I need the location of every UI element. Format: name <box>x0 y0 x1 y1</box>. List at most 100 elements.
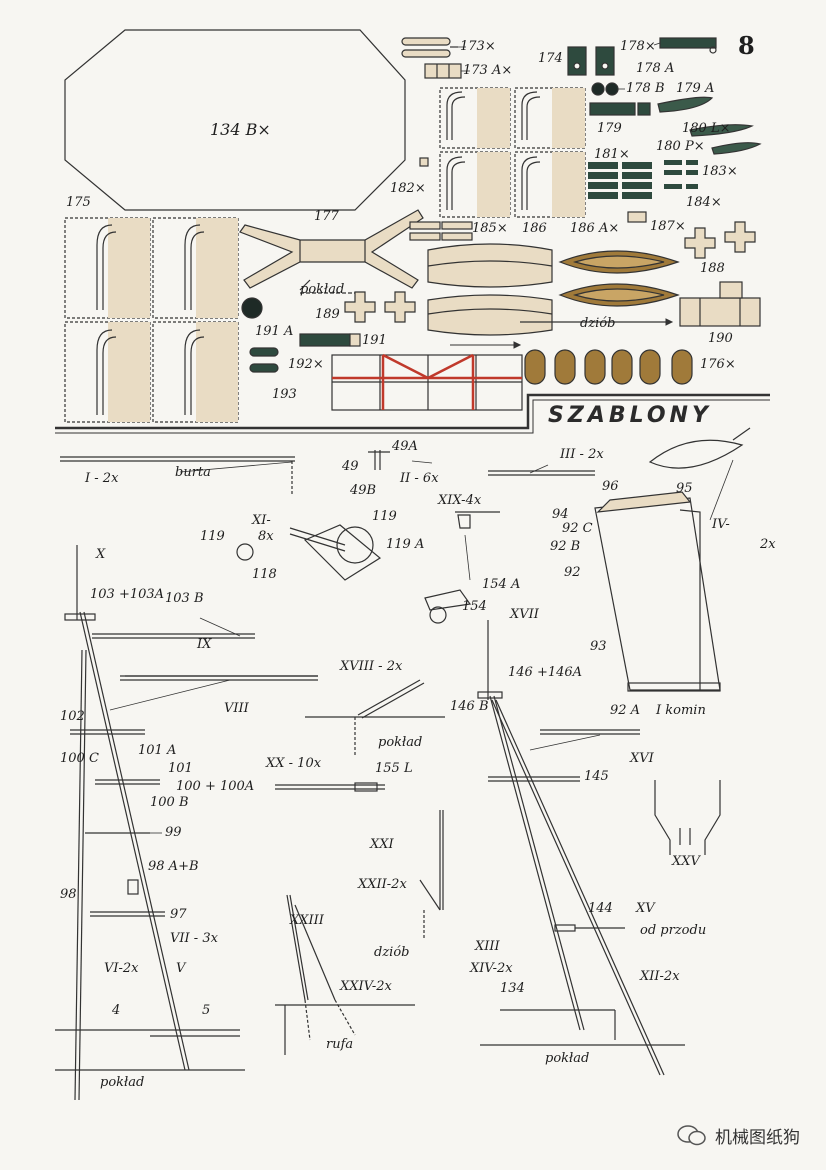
label-134: 134 <box>500 981 525 996</box>
label-92: 92 <box>564 565 581 580</box>
label-XII: XII-2x <box>640 969 680 984</box>
label-96: 96 <box>602 479 619 494</box>
label-98ab: 98 A+B <box>148 859 199 874</box>
label-134b: 134 B× <box>210 120 271 139</box>
label-92a: 92 A <box>610 703 641 718</box>
label-155l: 155 L <box>375 761 413 776</box>
label-99: 99 <box>165 825 182 840</box>
part-92-funnel <box>594 497 721 691</box>
label-XXI: XXI <box>370 837 394 852</box>
label-poklad-right: pokład <box>545 1051 590 1066</box>
label-od-przodu: od przodu <box>640 923 707 938</box>
label-poklad-177: pokład <box>300 282 345 297</box>
label-komin: I komin <box>656 703 706 718</box>
label-XI: XI- <box>252 513 271 528</box>
label-184: 184× <box>686 195 722 210</box>
label-193: 193 <box>272 387 297 402</box>
label-XIV: XIV-2x <box>470 961 513 976</box>
label-173: 173× <box>460 39 496 54</box>
part-180l-shape <box>689 124 754 137</box>
watermark: 机械图纸狗 <box>677 1123 800 1148</box>
label-145: 145 <box>584 769 609 784</box>
label-5: 5 <box>202 1003 211 1018</box>
label-IV: IV- <box>712 517 730 532</box>
part-180p-shape <box>711 142 762 155</box>
label-VI: VI-2x <box>104 961 139 976</box>
label-119a: 119 A <box>386 537 425 552</box>
label-189: 189 <box>315 307 340 322</box>
label-XXIII: XXIII <box>290 913 324 928</box>
label-49a: 49A <box>392 439 418 454</box>
label-176: 176× <box>700 357 736 372</box>
label-154: 154 <box>462 599 487 614</box>
label-100b: 100 B <box>150 795 189 810</box>
label-178: 178× <box>620 39 656 54</box>
label-XVII: XVII <box>510 607 539 622</box>
label-119-left: 119 <box>200 529 225 544</box>
part-191-shape <box>299 333 351 347</box>
label-118: 118 <box>252 567 277 582</box>
label-186: 186 <box>522 221 547 236</box>
label-187: 187× <box>650 219 686 234</box>
label-183: 183× <box>702 164 738 179</box>
label-100: 100 + 100A <box>176 779 255 794</box>
label-IV-2x: 2x <box>760 537 776 552</box>
label-92c: 92 C <box>562 521 593 536</box>
section-separator <box>55 393 770 430</box>
label-173a: 173 A× <box>463 63 513 78</box>
label-100c: 100 C <box>60 751 99 766</box>
part-187-shape <box>627 211 647 223</box>
label-92b: 92 B <box>550 539 581 554</box>
label-XIII: XIII <box>475 939 500 954</box>
label-146: 146 +146A <box>508 665 583 680</box>
label-103b: 103 B <box>165 591 204 606</box>
label-XXIV: XXIV-2x <box>340 979 392 994</box>
label-180l: 180 L× <box>682 121 731 136</box>
label-190: 190 <box>708 331 733 346</box>
label-101: 101 <box>168 761 193 776</box>
label-dziob-top: dziób <box>580 316 616 331</box>
part-118-shape <box>303 524 382 581</box>
part-182-shape <box>419 157 429 167</box>
label-XV: XV <box>636 901 655 916</box>
label-94: 94 <box>552 507 569 522</box>
part-186-shape <box>427 243 553 288</box>
part-191a-disc <box>241 297 263 319</box>
label-175: 175 <box>66 195 91 210</box>
label-119-right: 119 <box>372 509 397 524</box>
label-II: II - 6x <box>400 471 439 486</box>
label-188: 188 <box>700 261 725 276</box>
label-178b: 178 B <box>626 81 665 96</box>
label-101a: 101 A <box>138 743 177 758</box>
label-186a: 186 A× <box>570 221 620 236</box>
label-V: V <box>176 961 186 976</box>
label-182: 182× <box>390 181 426 196</box>
label-180p: 180 P× <box>656 139 705 154</box>
label-49: 49 <box>342 459 359 474</box>
part-176-rafts <box>524 349 693 385</box>
label-174: 174 <box>538 51 563 66</box>
label-154a: 154 A <box>482 577 521 592</box>
part-190-shape <box>679 297 761 327</box>
label-191: 191 <box>362 333 387 348</box>
label-49b: 49B <box>350 483 377 498</box>
label-191a: 191 A <box>255 324 294 339</box>
label-X: X <box>96 547 106 562</box>
label-102: 102 <box>60 709 85 724</box>
label-179a: 179 A <box>676 81 715 96</box>
label-XX: XX - 10x <box>266 756 322 771</box>
page-number: 8 <box>738 31 755 60</box>
label-178a: 178 A <box>636 61 675 76</box>
part-177-shape <box>239 209 424 289</box>
label-rufa: rufa <box>326 1037 354 1052</box>
part-189-crosses <box>344 291 376 323</box>
part-178b-discs <box>591 82 605 96</box>
label-177: 177 <box>314 209 339 224</box>
label-144: 144 <box>588 901 613 916</box>
chat-bubble-icon <box>677 1124 706 1145</box>
label-93: 93 <box>590 639 607 654</box>
label-4: 4 <box>112 1003 121 1018</box>
label-poklad-mid: pokład <box>378 735 423 750</box>
